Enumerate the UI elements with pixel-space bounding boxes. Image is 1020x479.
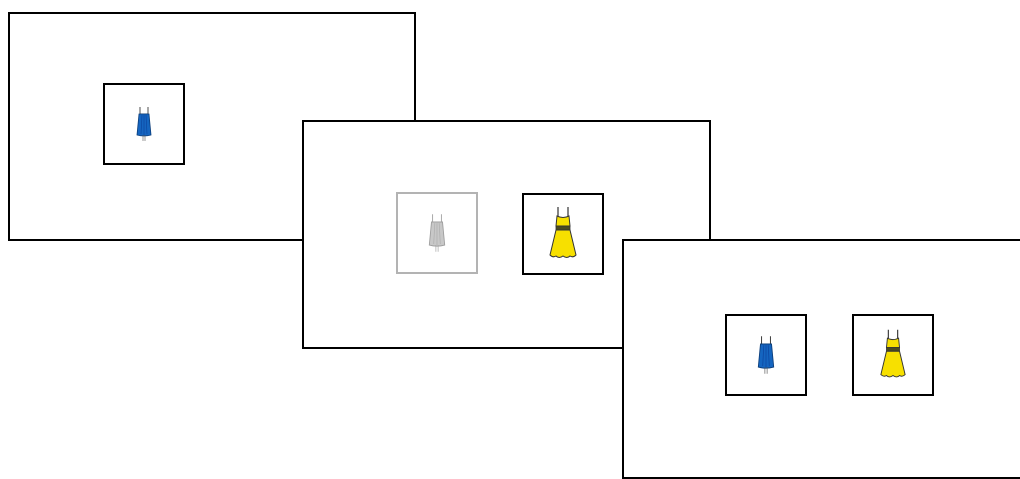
faded-dress-card: [396, 192, 478, 274]
blue-dress-card[interactable]: [725, 314, 807, 396]
blue-dress-icon: [134, 104, 154, 144]
yellow-dress-card[interactable]: [852, 314, 934, 396]
blue-dress-icon: [754, 333, 778, 377]
blue-dress-card[interactable]: [103, 83, 185, 165]
yellow-dress-card[interactable]: [522, 193, 604, 275]
screen-3-panel: [622, 239, 1020, 479]
yellow-dress-icon: [879, 327, 907, 383]
yellow-dress-icon: [548, 205, 578, 263]
grey-dress-icon: [425, 211, 449, 255]
